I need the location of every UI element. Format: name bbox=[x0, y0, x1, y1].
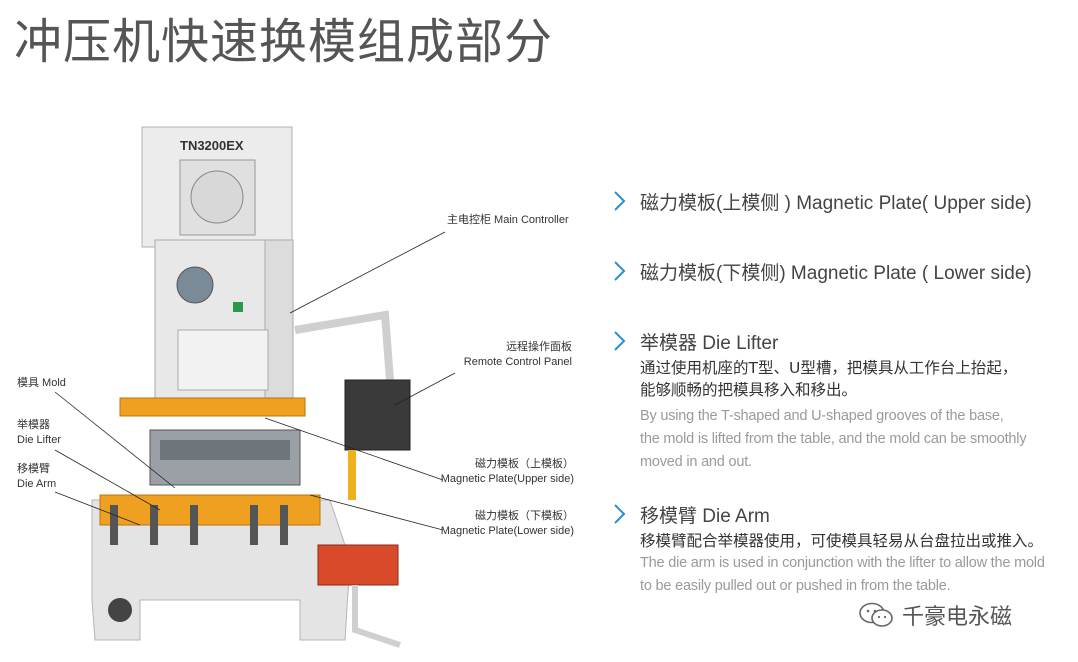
callout-mag-upper-cn: 磁力模板（上模板） bbox=[475, 458, 574, 470]
chevron-right-icon bbox=[614, 191, 626, 211]
callout-mag-lower-en: Magnetic Plate(Lower side) bbox=[440, 525, 574, 537]
feature-en-line: By using the T-shaped and U-shaped groov… bbox=[640, 408, 1004, 424]
callout-remote-panel: 远程操作面板 Remote Control Panel bbox=[452, 340, 572, 370]
callout-arm-cn: 移模臂 bbox=[17, 463, 50, 475]
feature-cn-line: 通过使用机座的T型、U型槽，把模具从工作台上抬起， bbox=[640, 359, 1018, 377]
callout-mag-lower: 磁力模板（下模板） Magnetic Plate(Lower side) bbox=[430, 509, 574, 539]
page-title: 冲压机快速换模组成部分 bbox=[14, 14, 554, 70]
chevron-right-icon bbox=[614, 331, 626, 351]
callout-die-lifter: 举模器 Die Lifter bbox=[17, 418, 61, 448]
feature-en-line: The die arm is used in conjunction with … bbox=[640, 555, 1045, 571]
model-label: TN3200EX bbox=[180, 138, 244, 153]
callout-die-arm: 移模臂 Die Arm bbox=[17, 462, 56, 492]
feature-en-line: moved in and out. bbox=[640, 454, 752, 470]
callout-mag-upper: 磁力模板（上模板） Magnetic Plate(Upper side) bbox=[430, 457, 574, 487]
feature-en-line: to be easily pulled out or pushed in fro… bbox=[640, 578, 951, 594]
feature-cn-line: 移模臂配合举模器使用，可使模具轻易从台盘拉出或推入。 bbox=[640, 532, 1044, 550]
feature-en-line: the mold is lifted from the table, and t… bbox=[640, 431, 1027, 447]
feature-heading: 举模器 Die Lifter bbox=[640, 333, 779, 354]
callout-lifter-en: Die Lifter bbox=[17, 434, 62, 446]
wechat-icon bbox=[859, 602, 893, 627]
brand-name: 千豪电永磁 bbox=[902, 605, 1013, 630]
callout-mag-upper-en: Magnetic Plate(Upper side) bbox=[440, 473, 574, 485]
brand-watermark: 千豪电永磁 bbox=[858, 600, 1012, 630]
chevron-right-icon bbox=[614, 504, 626, 524]
callout-remote-cn: 远程操作面板 bbox=[506, 341, 572, 353]
feature-heading: 移模臂 Die Arm bbox=[640, 506, 770, 527]
callout-lifter-cn: 举模器 bbox=[17, 419, 50, 431]
press-machine-illustration: TN3200EX bbox=[54, 126, 456, 648]
callout-mold: 模具 Mold bbox=[17, 377, 66, 389]
callout-main-controller: 主电控柜 Main Controller bbox=[447, 214, 569, 226]
callout-remote-en: Remote Control Panel bbox=[463, 356, 572, 368]
feature-heading: 磁力模板(下模侧) Magnetic Plate ( Lower side) bbox=[640, 263, 1032, 284]
callout-arm-en: Die Arm bbox=[17, 478, 57, 490]
feature-heading: 磁力模板(上模侧 ) Magnetic Plate( Upper side) bbox=[640, 193, 1032, 214]
feature-cn-line: 能够顺畅的把模具移入和移出。 bbox=[640, 381, 858, 399]
callout-mag-lower-cn: 磁力模板（下模板） bbox=[475, 510, 574, 522]
chevron-right-icon bbox=[614, 261, 626, 281]
